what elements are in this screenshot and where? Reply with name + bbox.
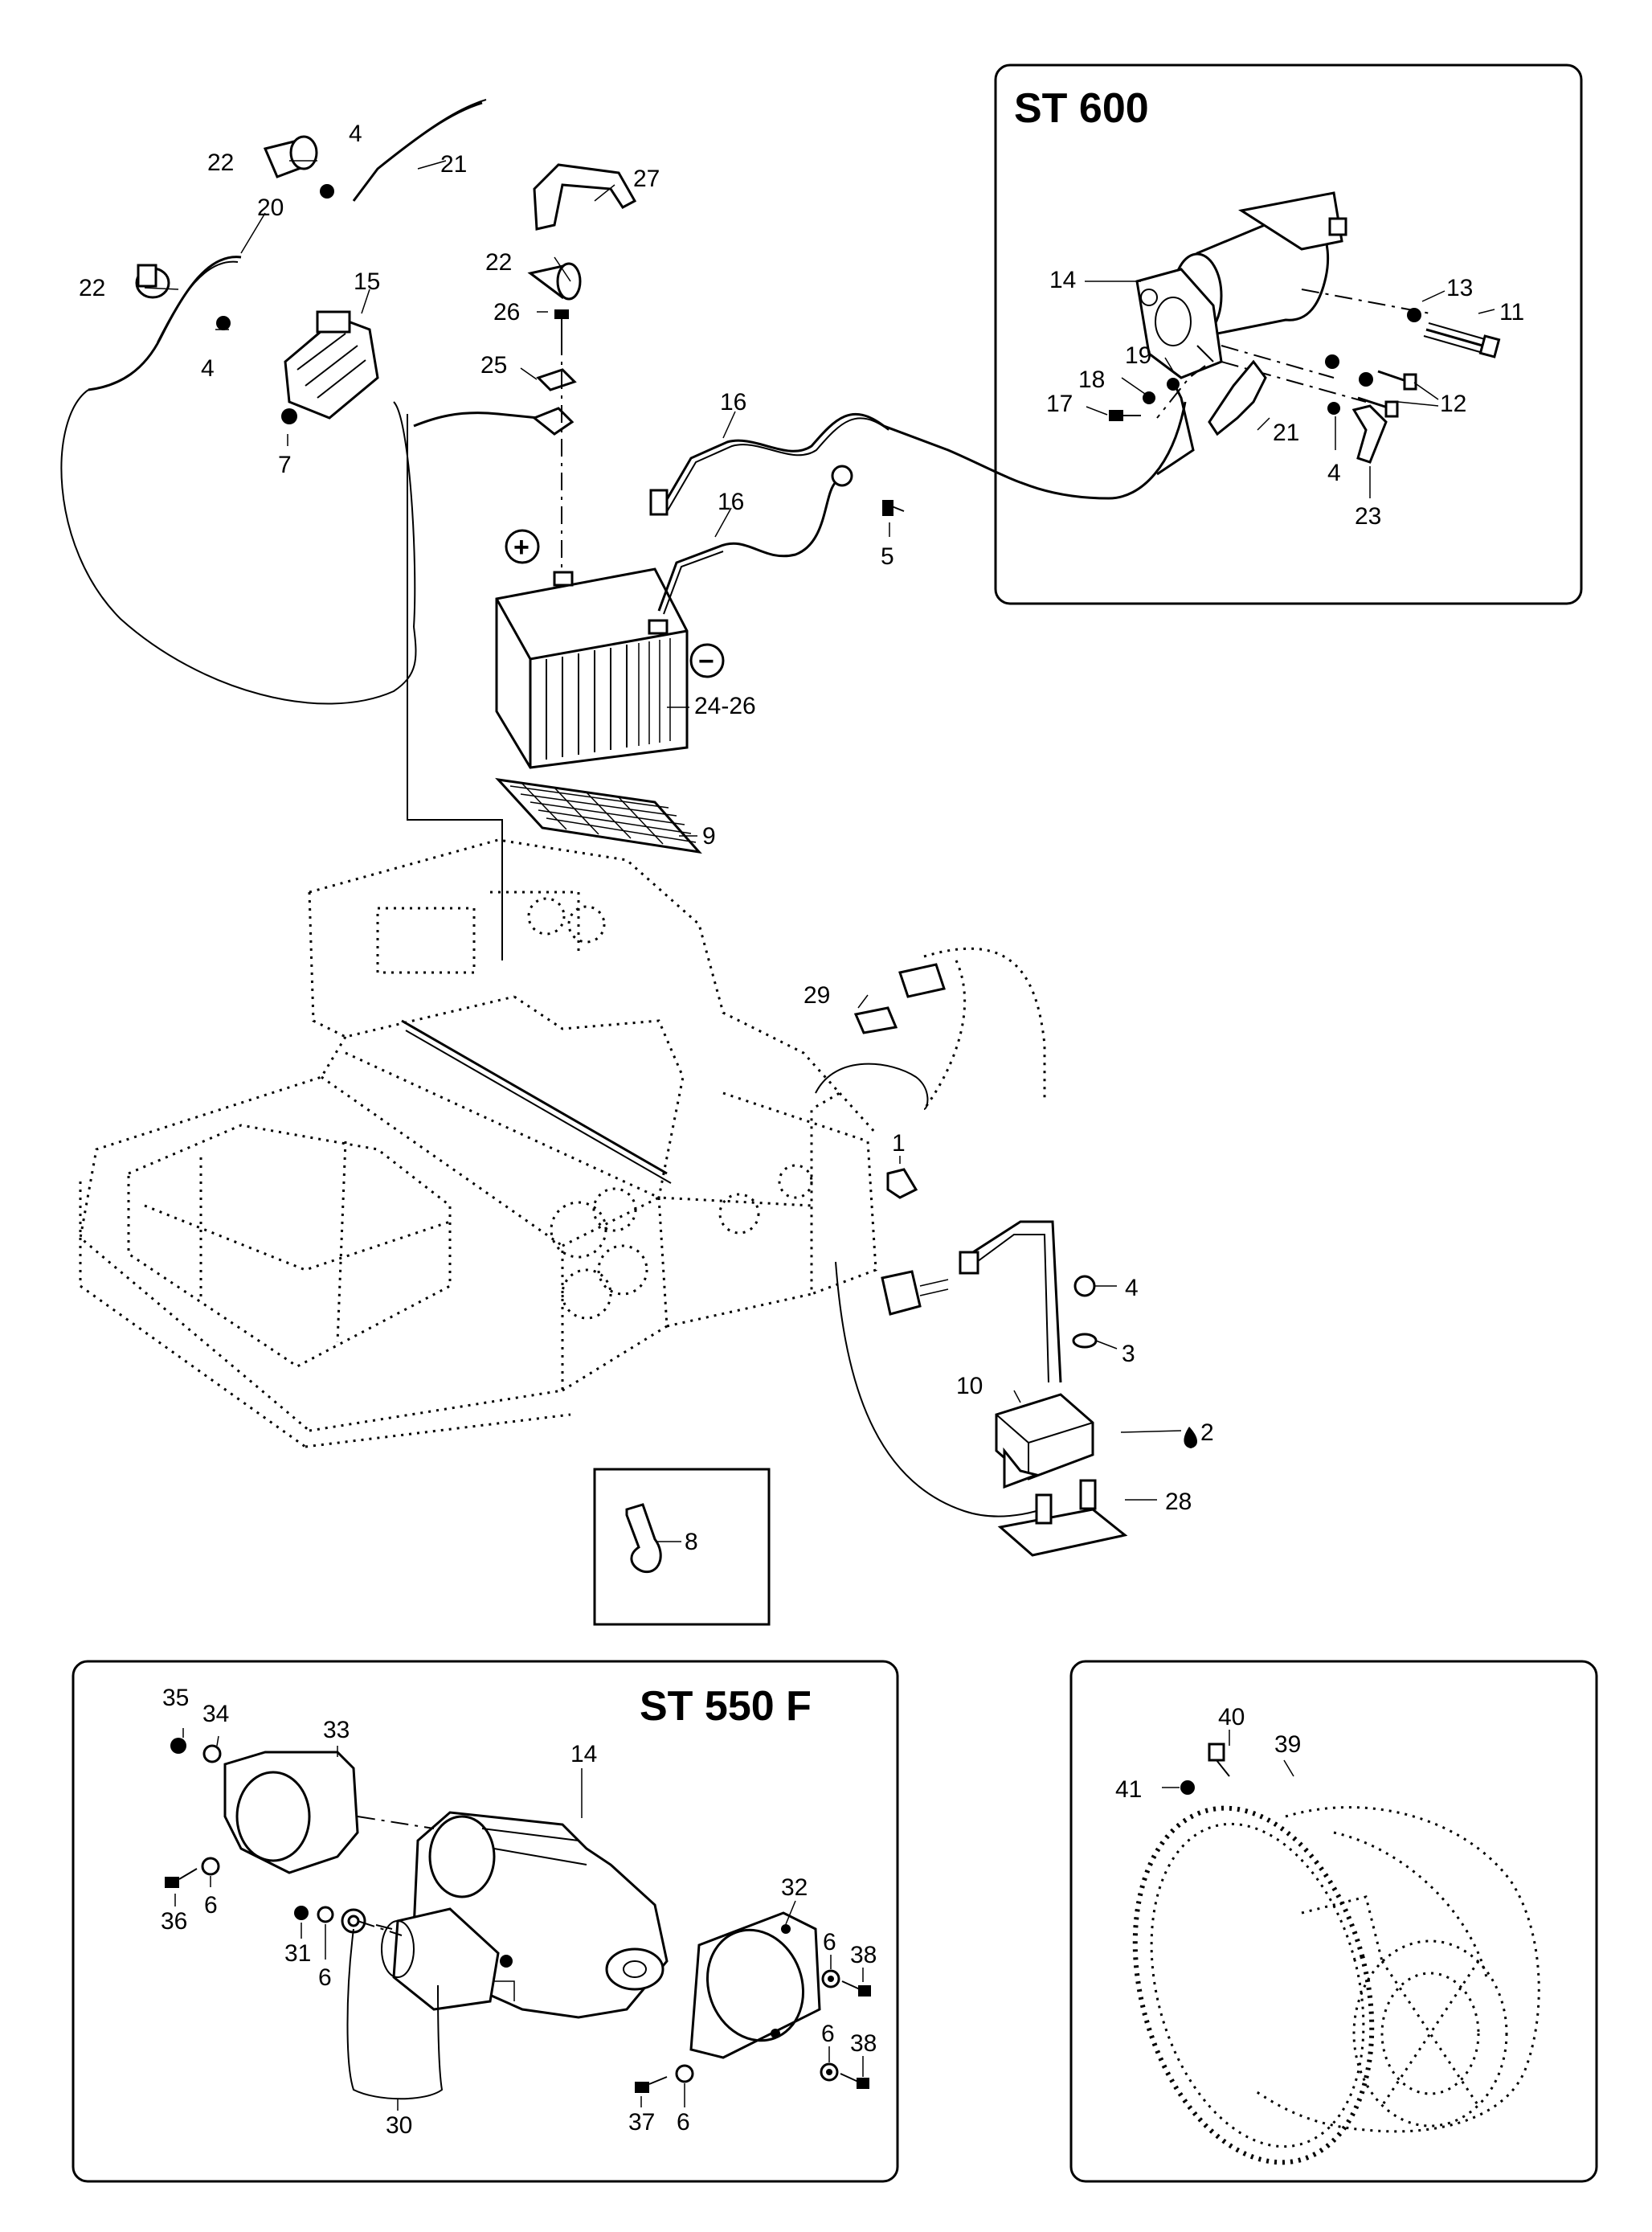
label-22-cap-top: 22 <box>207 149 234 176</box>
battery-assembly <box>495 163 1187 854</box>
st550-label-37: 37 <box>628 2109 655 2136</box>
label-27-bracket: 27 <box>633 166 660 192</box>
chassis-frame <box>79 838 1197 1557</box>
label-28-plate: 28 <box>1165 1489 1192 1515</box>
st550-label-6-b: 6 <box>318 1964 332 1991</box>
st600-label-12: 12 <box>1440 391 1466 417</box>
st600-label-4: 4 <box>1327 460 1341 486</box>
label-10-regulator: 10 <box>956 1373 983 1399</box>
label-3-washer: 3 <box>1122 1341 1135 1367</box>
label-25-washer: 25 <box>480 352 507 379</box>
st550-label-6-a: 6 <box>204 1892 218 1919</box>
flywheel-panel <box>1069 1660 1598 2183</box>
st550f-title: ST 550 F <box>640 1683 812 1730</box>
battery-minus-sign: − <box>698 646 714 677</box>
flywheel-assembly <box>1132 1730 1540 2165</box>
st600-label-23: 23 <box>1355 503 1381 530</box>
clamp-8-panel <box>593 1468 771 1626</box>
label-4-nut-left: 4 <box>201 355 215 382</box>
label-21-cable: 21 <box>440 151 467 178</box>
st600-label-14: 14 <box>1049 267 1076 293</box>
st600-label-17: 17 <box>1046 391 1073 417</box>
label-4-nut-top: 4 <box>349 121 362 147</box>
st600-title: ST 600 <box>1014 85 1149 132</box>
st600-label-13: 13 <box>1446 275 1473 301</box>
label-4-nut-regulator: 4 <box>1125 1275 1139 1301</box>
label-26-bolt: 26 <box>493 299 520 326</box>
label-8-clamp: 8 <box>685 1529 698 1555</box>
label-2-drop: 2 <box>1200 1419 1214 1446</box>
battery-plus-sign: + <box>513 532 530 563</box>
st550f-panel <box>72 1660 899 2183</box>
label-24-26-battery: 24-26 <box>694 693 756 719</box>
st600-label-11: 11 <box>1499 299 1524 326</box>
st550f-starter <box>165 1728 871 2111</box>
label-29-connector: 29 <box>804 982 830 1009</box>
fw-label-41: 41 <box>1115 1776 1142 1803</box>
st550-label-38-a: 38 <box>850 1942 877 1968</box>
label-15-solenoid: 15 <box>354 268 380 295</box>
label-7-nut: 7 <box>278 452 292 478</box>
st550-label-6-c: 6 <box>823 1929 836 1956</box>
st600-label-21: 21 <box>1273 420 1299 446</box>
label-16-cable-upper: 16 <box>720 389 746 416</box>
fw-label-39: 39 <box>1274 1731 1301 1758</box>
st550-label-38-b: 38 <box>850 2030 877 2057</box>
label-20-cable: 20 <box>257 195 284 221</box>
label-9-mat: 9 <box>702 823 716 850</box>
solenoid-assembly <box>60 99 555 960</box>
st550-label-6-e: 6 <box>677 2109 690 2136</box>
label-22-cap-battery: 22 <box>485 249 512 276</box>
label-22-cap-left: 22 <box>79 275 105 301</box>
st550-label-30: 30 <box>386 2112 412 2139</box>
st600-starter <box>1085 191 1501 498</box>
cable-clamp-8 <box>625 1503 681 1574</box>
st550-label-14: 14 <box>570 1741 597 1767</box>
st550-label-6-d: 6 <box>821 2021 835 2047</box>
st550-label-31: 31 <box>284 1940 311 1967</box>
st550-label-34: 34 <box>202 1701 229 1727</box>
fw-label-40: 40 <box>1218 1704 1245 1730</box>
st600-label-18: 18 <box>1078 367 1105 393</box>
label-16-cable-lower: 16 <box>718 489 744 515</box>
st550-label-33: 33 <box>323 1717 350 1743</box>
st550-label-35: 35 <box>162 1685 189 1711</box>
st600-panel <box>994 63 1583 605</box>
label-1-clip: 1 <box>892 1130 906 1157</box>
label-5-bolt: 5 <box>881 543 894 570</box>
st550-label-32: 32 <box>781 1874 808 1901</box>
st550-label-36: 36 <box>161 1908 187 1935</box>
st600-label-19: 19 <box>1125 342 1151 369</box>
